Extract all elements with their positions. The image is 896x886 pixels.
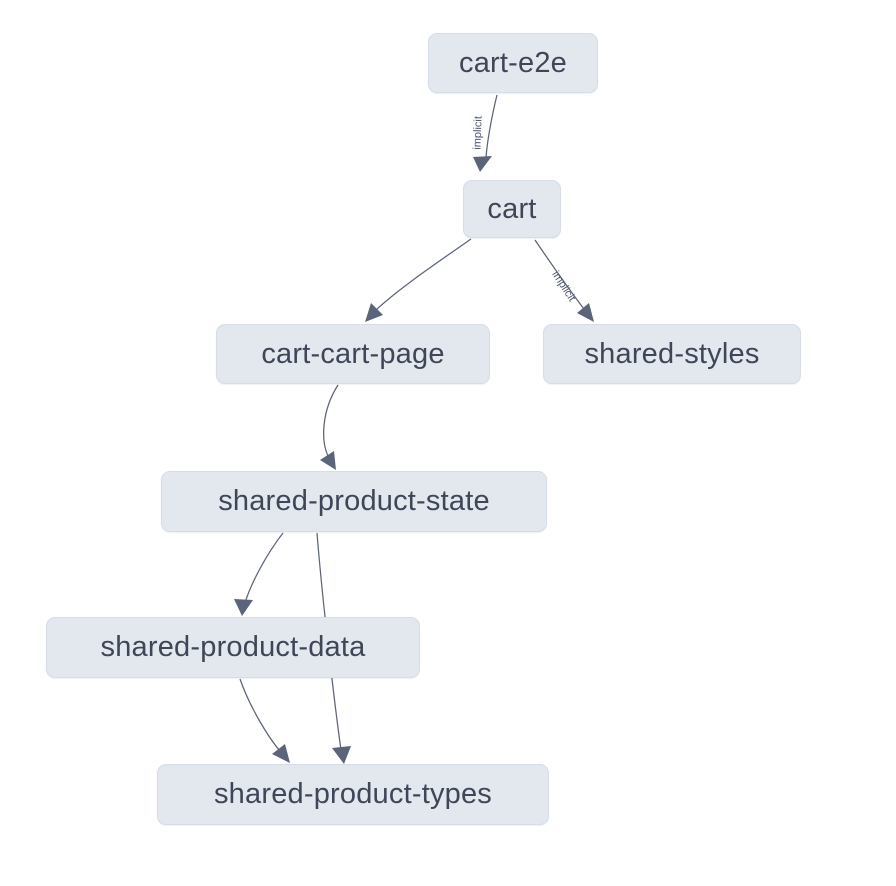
graph-node-label: shared-product-types [213, 778, 493, 810]
graph-node-shared-product-state[interactable]: shared-product-state [161, 471, 547, 532]
arrowhead-icon [272, 744, 290, 763]
graph-edge [239, 678, 290, 763]
graph-node-label: cart-cart-page [261, 337, 445, 370]
graph-edge [365, 238, 472, 322]
edge-label: implicit [471, 116, 484, 150]
graph-node-shared-product-types[interactable]: shared-product-types [157, 764, 549, 825]
arrowhead-icon [320, 451, 336, 470]
graph-node-label: cart [487, 192, 537, 225]
edge-line [534, 239, 585, 310]
graph-node-label: shared-styles [584, 337, 760, 370]
graph-node-label: shared-product-state [218, 485, 490, 517]
graph-node-shared-styles[interactable]: shared-styles [543, 324, 801, 384]
edge-label: implicit [549, 269, 577, 304]
edge-line [323, 384, 339, 459]
graph-node-shared-product-data[interactable]: shared-product-data [46, 617, 420, 678]
graph-node-cart[interactable]: cart [463, 180, 561, 238]
edge-line [374, 238, 472, 312]
graph-edge: implicit [471, 94, 498, 172]
graph-node-cart-e2e[interactable]: cart-e2e [428, 33, 598, 93]
edge-line [244, 532, 284, 604]
arrowhead-icon [473, 156, 492, 172]
graph-edge [320, 384, 339, 470]
arrowhead-icon [365, 303, 383, 322]
arrowhead-icon [332, 746, 351, 764]
graph-edge: implicit [534, 239, 594, 322]
edge-line [485, 94, 498, 159]
graph-edge [234, 532, 284, 616]
edge-line [239, 678, 282, 753]
arrowhead-icon [577, 303, 594, 322]
graph-node-label: cart-e2e [459, 46, 567, 79]
graph-node-cart-cart-page[interactable]: cart-cart-page [216, 324, 490, 384]
arrowhead-icon [234, 599, 253, 616]
graph-node-label: shared-product-data [100, 631, 366, 663]
